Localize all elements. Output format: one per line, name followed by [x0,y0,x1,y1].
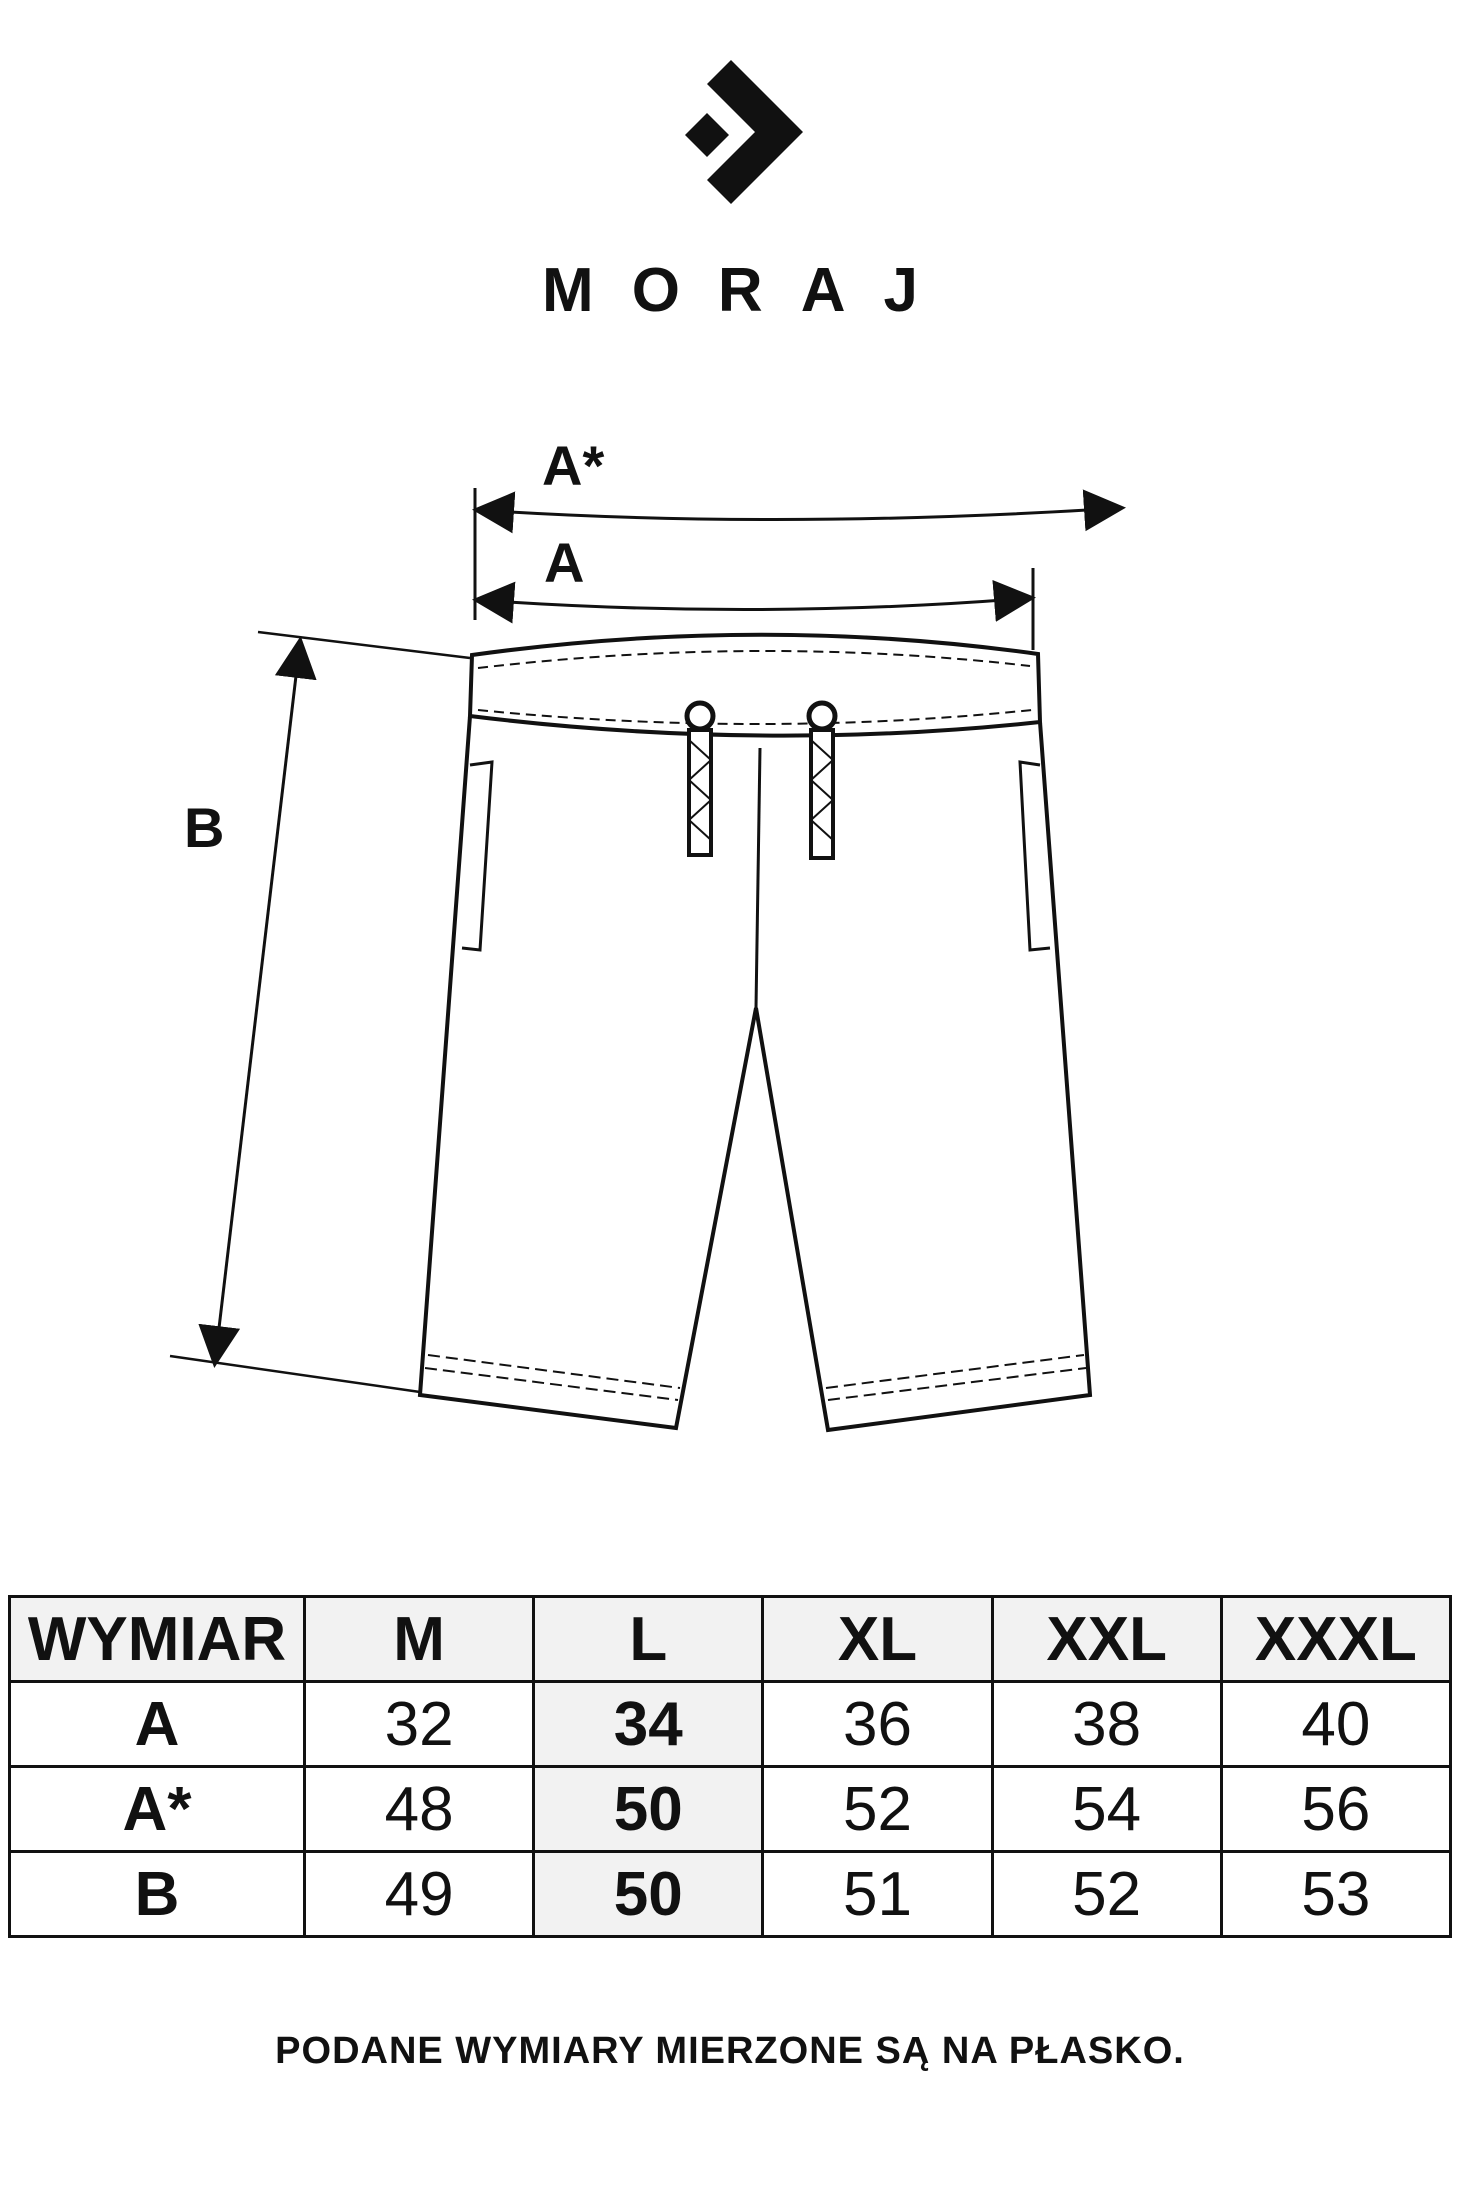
size-table: WYMIAR M L XL XXL XXXL A 32 34 36 38 40 … [8,1595,1453,1938]
row-label: A [8,1680,306,1768]
table-cell: 50 [532,1850,765,1938]
drawstrings [684,700,838,860]
table-cell: 52 [990,1850,1223,1938]
table-cell: 36 [761,1680,994,1768]
table-header-row: WYMIAR M L XL XXL XXXL [8,1595,1453,1683]
shorts-diagram: A* A B [169,434,1126,1433]
table-cell: 50 [532,1765,765,1853]
label-b: B [184,796,224,859]
measure-a-star: A* [472,434,1126,620]
measure-b: B [169,630,471,1394]
header-cell: M [302,1595,536,1683]
header-cell: WYMIAR [8,1595,306,1683]
table-cell: 49 [302,1850,536,1938]
table-row: A 32 34 36 38 40 [8,1680,1453,1768]
measurement-note: PODANE WYMIARY MIERZONE SĄ NA PŁASKO. [275,2030,1185,2072]
table-row: A* 48 50 52 54 56 [8,1765,1453,1853]
table-cell: 56 [1219,1765,1453,1853]
header-cell: XL [761,1595,994,1683]
row-label: B [8,1850,306,1938]
header-cell: XXL [990,1595,1223,1683]
row-label: A* [8,1765,306,1853]
arrow-diamond-logo-icon [685,60,803,204]
brand-logo [0,60,1460,210]
label-a-star: A* [542,434,604,497]
table-cell: 53 [1219,1850,1453,1938]
shorts-outline [417,632,1093,1433]
table-cell: 51 [761,1850,994,1938]
table-cell: 54 [990,1765,1223,1853]
table-cell: 48 [302,1765,536,1853]
table-cell: 32 [302,1680,536,1768]
label-a: A [544,531,584,594]
table-cell: 52 [761,1765,994,1853]
table-row: B 49 50 51 52 53 [8,1850,1453,1938]
table-cell: 34 [532,1680,765,1768]
header-cell: XXXL [1219,1595,1453,1683]
table-cell: 40 [1219,1680,1453,1768]
table-cell: 38 [990,1680,1223,1768]
measure-a: A [472,531,1036,650]
brand-name: MORAJ [542,256,956,325]
header-cell: L [532,1595,765,1683]
